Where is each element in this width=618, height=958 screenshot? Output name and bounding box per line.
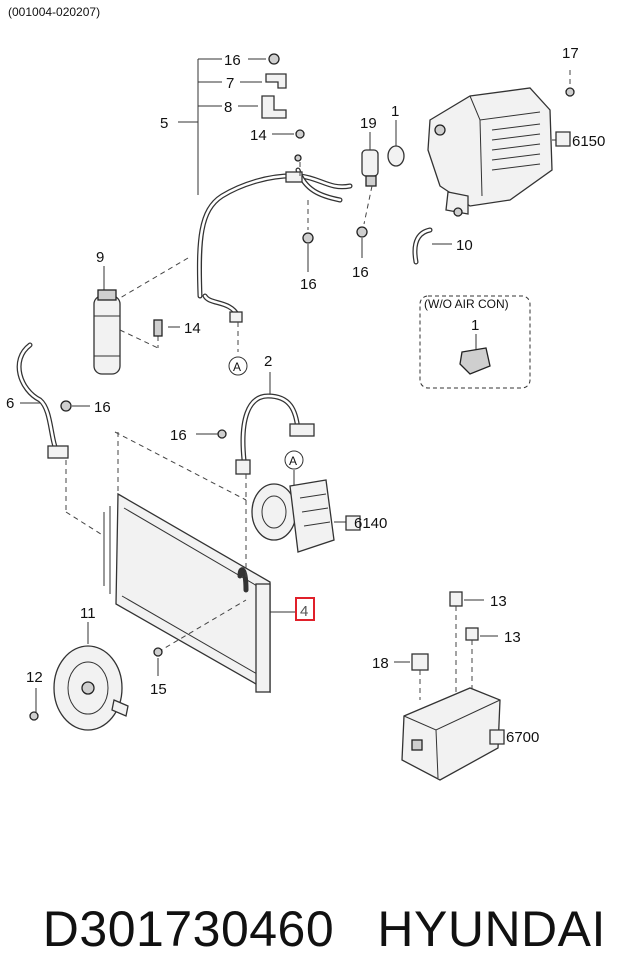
callout-1-evaporator: 1 (391, 103, 399, 120)
callout-7: 7 (226, 75, 234, 92)
footer-part-number: D301730460 HYUNDAI (14, 842, 606, 958)
callout-6150: 6150 (572, 133, 605, 150)
callout-9: 9 (96, 249, 104, 266)
callout-4: 4 (300, 603, 308, 620)
inset-without-aircon (419, 295, 531, 389)
callout-14-top: 14 (250, 127, 267, 144)
connector-a-marker-2 (284, 450, 304, 470)
callout-19: 19 (360, 115, 377, 132)
part-number: D301730460 (42, 901, 335, 957)
inset-label: (W/O AIR CON) (424, 297, 509, 311)
receiver-dryer (16, 266, 180, 512)
callout-16-valve: 16 (352, 264, 369, 281)
callout-10: 10 (456, 237, 473, 254)
connector-a-marker-1 (228, 356, 248, 376)
callout-16-compressor: 16 (170, 427, 187, 444)
compressor-assembly (114, 372, 361, 553)
brand-name: HYUNDAI (377, 901, 606, 957)
callout-6700: 6700 (506, 729, 539, 746)
callout-2: 2 (264, 353, 272, 370)
relay-box (394, 591, 505, 781)
callout-12: 12 (26, 669, 43, 686)
callout-16-mid: 16 (300, 276, 317, 293)
drain-hose (412, 227, 452, 265)
footer-spacer (334, 901, 377, 957)
callout-8: 8 (224, 99, 232, 116)
callout-18: 18 (372, 655, 389, 672)
callout-a-2: A (289, 454, 297, 468)
callout-13-lower: 13 (504, 629, 521, 646)
callout-6140: 6140 (354, 515, 387, 532)
callout-15: 15 (150, 681, 167, 698)
callout-5: 5 (160, 115, 168, 132)
top-hose-assembly (119, 53, 353, 352)
expansion-valve (302, 120, 405, 272)
callout-14-dryer: 14 (184, 320, 201, 337)
highlight-box-part-4 (295, 597, 315, 621)
callout-11: 11 (80, 605, 96, 622)
callout-6: 6 (6, 395, 14, 412)
callout-16-top: 16 (224, 52, 241, 69)
callout-17: 17 (562, 45, 579, 62)
evaporator-unit (427, 70, 575, 217)
callout-1-inset: 1 (471, 317, 479, 334)
callout-16-left: 16 (94, 399, 111, 416)
code-range-caption: (001004-020207) (8, 5, 101, 19)
callout-13-top: 13 (490, 593, 507, 610)
fan-assembly (29, 622, 129, 731)
callout-a-1: A (233, 360, 241, 374)
condenser (65, 432, 296, 694)
